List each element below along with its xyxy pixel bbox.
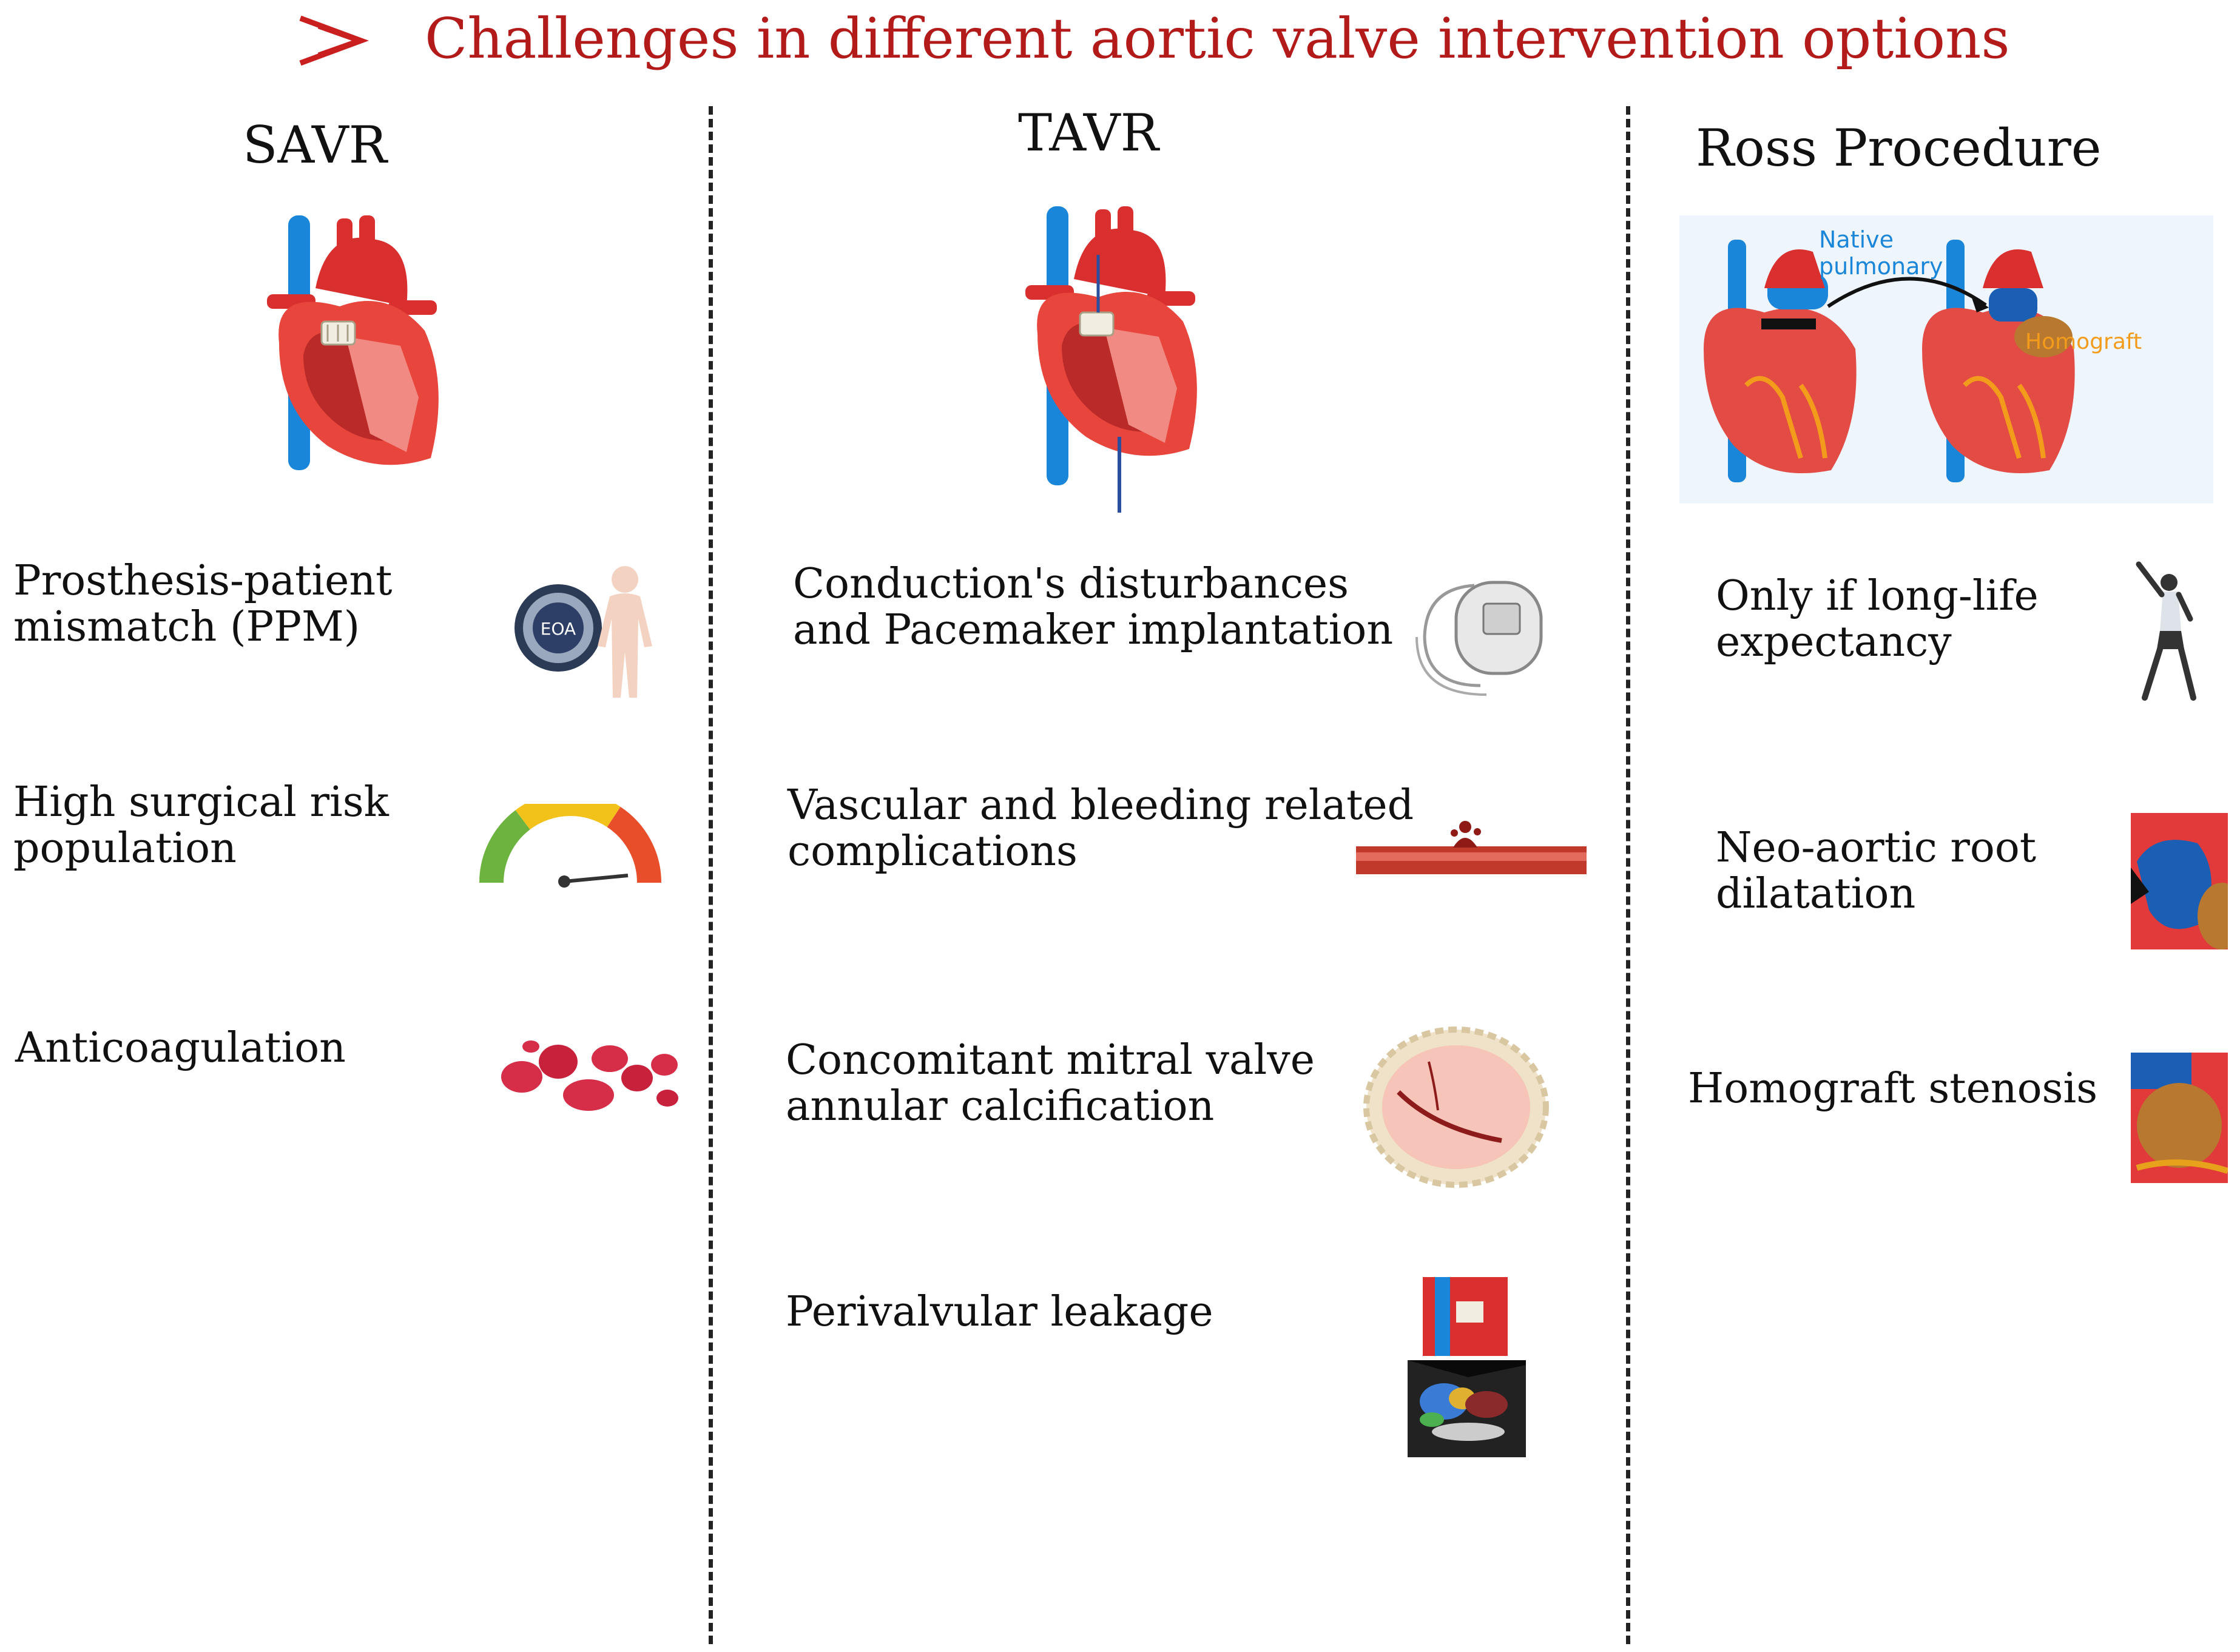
homograft-label: Homograft (2025, 329, 2142, 354)
risk-gauge-icon (479, 804, 661, 888)
savr-item-risk: High surgical risk population (13, 778, 389, 872)
tavr-item-calcification: Concomitant mitral valve annular calcifi… (786, 1036, 1315, 1130)
column-divider-1 (709, 106, 713, 1644)
heart-tavr-icon (1025, 206, 1197, 513)
heart-savr-icon (267, 215, 439, 470)
savr-item-anticoagulation: Anticoagulation (15, 1024, 346, 1072)
heading-savr: SAVR (243, 115, 387, 175)
heading-tavr: TAVR (1018, 103, 1159, 163)
echo-image (1408, 1277, 1526, 1457)
eoa-label: EOA (541, 619, 576, 639)
tavr-item-conduction: Conduction's disturbances and Pacemaker … (793, 560, 1394, 654)
tavr-item-leakage: Perivalvular leakage (786, 1288, 1213, 1336)
double-chevron-icon (299, 15, 369, 66)
heading-ross: Ross Procedure (1696, 118, 2102, 178)
echo-leak-icon (1408, 1274, 1529, 1468)
ross-item-homograft-stenosis: Homograft stenosis (1688, 1065, 2098, 1113)
ross-diagram: Native pulmonary Homograft (1679, 215, 2213, 504)
ross-hearts-icon (1704, 240, 2075, 482)
column-divider-2 (1626, 106, 1630, 1644)
savr-item-ppm: Prosthesis-patient mismatch (PPM) (13, 557, 393, 651)
calcified-annulus-icon (1363, 1027, 1549, 1188)
ross-item-dilatation: Neo-aortic root dilatation (1716, 824, 2037, 918)
ross-item-life-expectancy: Only if long-life expectancy (1716, 572, 2039, 666)
vessel-bleeding-icon (1356, 821, 1587, 874)
pacemaker-icon (1415, 581, 1543, 696)
tavr-item-vascular: Vascular and bleeding related complicati… (788, 781, 1414, 875)
figure-title: Challenges in different aortic valve int… (425, 6, 2010, 71)
active-person-icon (2136, 561, 2196, 701)
blood-clot-icon (501, 1040, 678, 1111)
eoa-human-icon: EOA (514, 566, 652, 698)
root-dilatation-icon (2131, 813, 2228, 949)
homograft-icon (2131, 1053, 2228, 1183)
title-banner: Challenges in different aortic valve int… (0, 0, 2240, 79)
native-pulmonary-label: Native pulmonary (1819, 226, 1943, 280)
